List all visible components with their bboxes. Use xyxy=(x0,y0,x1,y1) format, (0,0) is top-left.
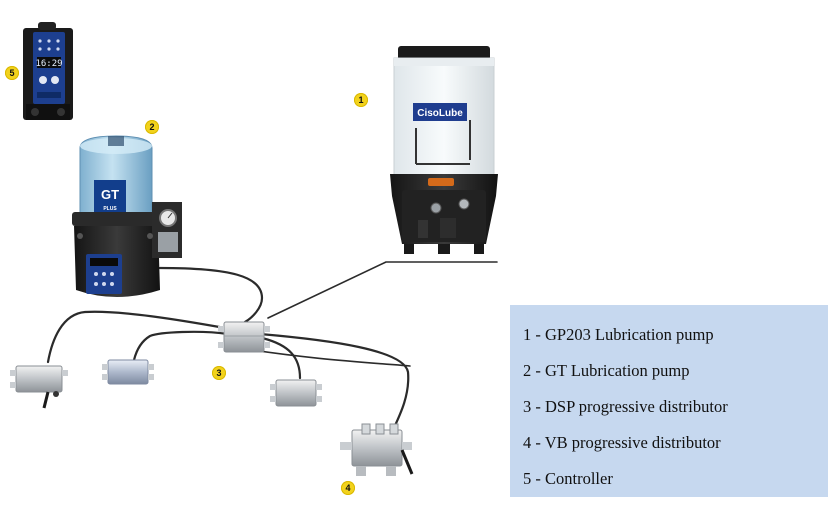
legend-item-4: 4 - VB progressive distributor xyxy=(523,433,721,452)
tube-dsp-to-midright xyxy=(260,336,302,380)
gp203-brand-label: CisoLube xyxy=(417,108,463,119)
callout-1: 1 xyxy=(354,93,368,107)
callout-4: 4 xyxy=(341,481,355,495)
legend-item-2: 2 - GT Lubrication pump xyxy=(523,361,690,380)
tube-dsp-to-left xyxy=(46,310,227,364)
tube-dsp-to-midleft xyxy=(132,330,230,362)
gp203-pump-illustration: CisoLube xyxy=(390,46,498,254)
vb-distributor xyxy=(340,423,414,476)
tube-gt-to-dsp xyxy=(158,266,264,324)
legend-item-1: 1 - GP203 Lubrication pump xyxy=(523,325,714,344)
callout-5: 5 xyxy=(5,66,19,80)
dsp-distributor-midleft xyxy=(102,359,154,385)
legend-item-3: 3 - DSP progressive distributor xyxy=(523,397,728,416)
controller-display-text: 16:29 xyxy=(35,59,62,69)
controller-illustration: 16:29 xyxy=(23,22,73,120)
dsp-distributor-midright xyxy=(270,379,322,407)
tube-dsp-to-vb xyxy=(258,332,410,434)
pointer-line-gp203 xyxy=(267,261,498,319)
callout-3: 3 xyxy=(212,366,226,380)
callout-2: 2 xyxy=(145,120,159,134)
gt-pump-illustration: GT PLUS xyxy=(72,135,182,297)
gt-reservoir-label: GT xyxy=(101,187,119,202)
tube-secondary xyxy=(239,347,411,367)
gt-reservoir-sublabel: PLUS xyxy=(103,206,117,212)
dsp-distributor-left xyxy=(10,365,68,409)
legend-panel: 1 - GP203 Lubrication pump 2 - GT Lubric… xyxy=(510,305,828,497)
dsp-distributor-central xyxy=(218,321,270,353)
legend-item-5: 5 - Controller xyxy=(523,469,613,488)
